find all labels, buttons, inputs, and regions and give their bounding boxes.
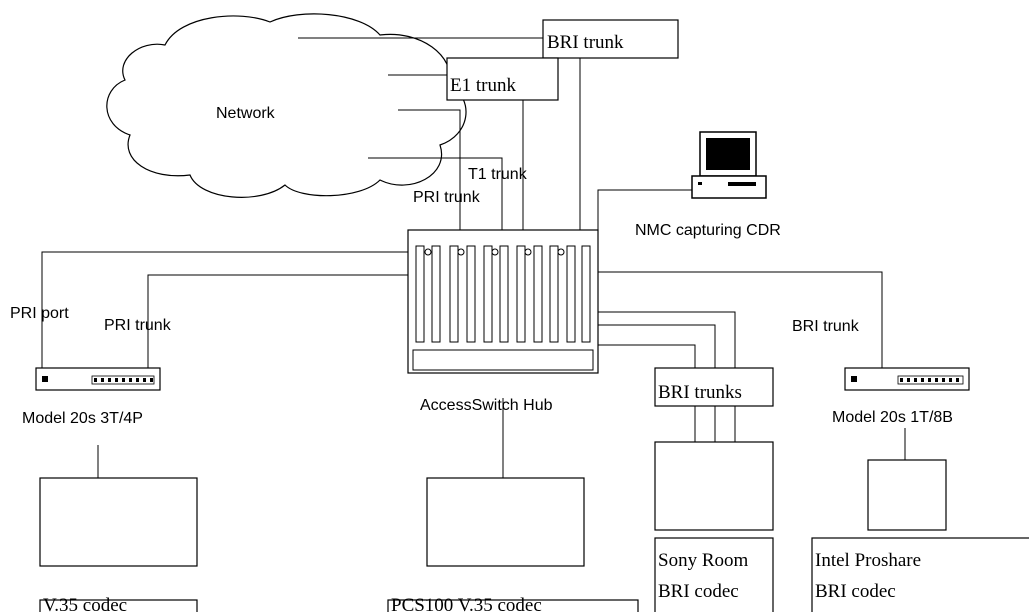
e1-trunk-box: E1 trunk (446, 57, 559, 101)
t1-trunk-label: T1 trunk (468, 166, 528, 183)
bri-trunk-right-label: BRI trunk (792, 318, 860, 335)
pri-trunk-top-label: PRI trunk (413, 189, 481, 206)
v35-codec-label-box: V.35 codec (39, 595, 198, 612)
model-left-label: Model 20s 3T/4P (22, 410, 143, 427)
v35-codec-box (39, 477, 198, 567)
sony-room-label-box: Sony Room BRI codec (654, 537, 774, 612)
sony-room-label: Sony Room (658, 550, 748, 571)
connection-lines (41, 37, 906, 478)
e1-trunk-label: E1 trunk (450, 75, 516, 96)
modem-icon (844, 367, 970, 391)
intel-proshare-label-box: Intel Proshare BRI codec (811, 537, 1029, 612)
model-right-label: Model 20s 1T/8B (832, 409, 953, 426)
pri-trunk-left-label: PRI trunk (104, 317, 172, 334)
switch-chassis-icon (407, 229, 599, 374)
bri-trunks-box: BRI trunks (654, 367, 774, 407)
pri-port-label: PRI port (10, 305, 69, 322)
hub-label: AccessSwitch Hub (420, 397, 553, 414)
bri-trunk-top-label: BRI trunk (547, 32, 624, 53)
intel-codec-box (867, 459, 947, 531)
modem-icon (35, 367, 161, 391)
intel-bri-codec-label: BRI codec (815, 581, 896, 602)
pcs100-codec-label-box: PCS100 V.35 codec (387, 595, 639, 612)
nmc-label: NMC capturing CDR (635, 222, 781, 239)
bri-trunks-label: BRI trunks (658, 382, 742, 403)
intel-proshare-label: Intel Proshare (815, 550, 921, 571)
cloud-icon (106, 13, 467, 198)
v35-codec-label: V.35 codec (43, 595, 127, 612)
pcs100-codec-label: PCS100 V.35 codec (391, 595, 542, 612)
computer-icon (691, 131, 767, 199)
network-label: Network (216, 105, 276, 122)
sony-bri-codec-label: BRI codec (658, 581, 739, 602)
bri-trunk-top-box: BRI trunk (542, 19, 679, 59)
pcs100-codec-box (426, 477, 585, 567)
sony-codec-box (654, 441, 774, 531)
